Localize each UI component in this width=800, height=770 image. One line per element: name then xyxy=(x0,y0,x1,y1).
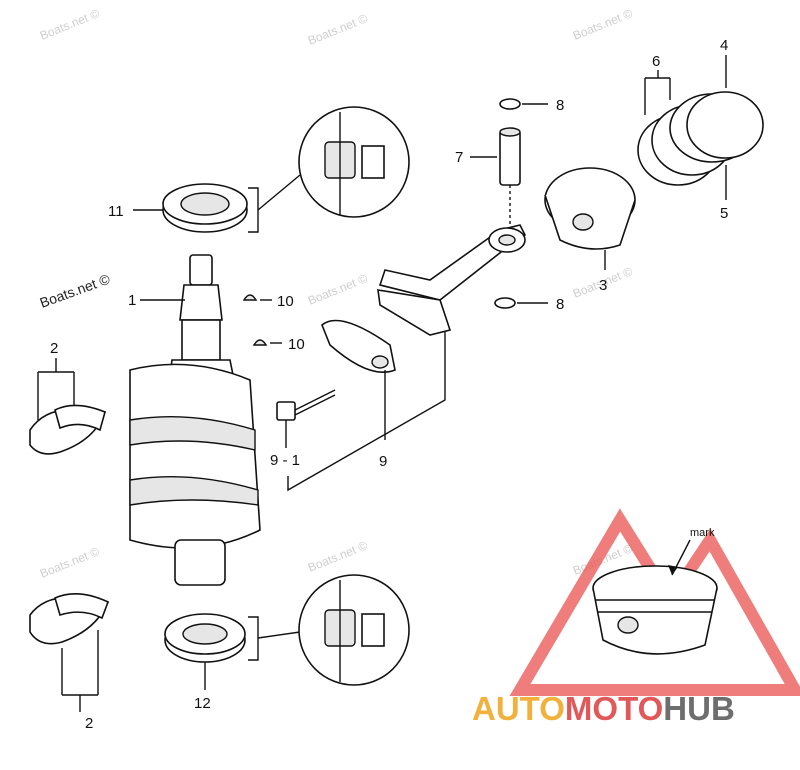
callout-4: 4 xyxy=(720,37,728,54)
watermark-dark: Boats.net © xyxy=(38,270,113,310)
logo-hub: HUB xyxy=(663,690,735,727)
watermark: Boats.net © xyxy=(306,271,370,308)
callout-6: 6 xyxy=(652,53,660,70)
logo-auto: AUTO xyxy=(472,690,565,727)
seal-detail-upper xyxy=(298,106,410,218)
callout-9: 9 xyxy=(379,453,387,470)
callout-8-mid: 8 xyxy=(556,296,564,313)
callout-10a: 10 xyxy=(277,293,294,310)
callout-10b: 10 xyxy=(288,336,305,353)
callout-2-upper: 2 xyxy=(50,340,58,357)
piston-rings xyxy=(637,55,764,200)
watermark: Boats.net © xyxy=(38,544,102,581)
callout-7: 7 xyxy=(455,149,463,166)
bolt-9-1 xyxy=(276,389,336,448)
woodruff-key-10b xyxy=(252,339,282,346)
seal-detail-lower xyxy=(298,574,410,686)
callout-2-lower: 2 xyxy=(85,715,93,732)
automotohub-logo: AUTOMOTOHUB xyxy=(472,690,735,727)
oil-seal-12 xyxy=(164,613,301,690)
rod-cap-9 xyxy=(321,319,396,440)
svg-text:AUTOMOTOHUB: AUTOMOTOHUB xyxy=(472,690,735,727)
watermark: Boats.net © xyxy=(306,538,370,575)
circlip-top xyxy=(499,98,548,110)
callout-8-top: 8 xyxy=(556,97,564,114)
woodruff-key-10a xyxy=(242,294,272,301)
callout-11: 11 xyxy=(108,203,124,220)
watermark: Boats.net © xyxy=(571,6,635,43)
circlip-mid xyxy=(494,297,548,309)
watermark: Boats.net © xyxy=(38,6,102,43)
callout-3: 3 xyxy=(599,277,607,294)
connecting-rod xyxy=(377,224,527,336)
piston-pin xyxy=(499,127,521,186)
callout-1: 1 xyxy=(128,292,136,309)
mark-label: mark xyxy=(690,527,715,539)
logo-moto: MOTO xyxy=(565,690,663,727)
callout-9-1: 9 - 1 xyxy=(270,452,300,469)
piston-mark-inset xyxy=(592,539,718,655)
callout-12: 12 xyxy=(194,695,211,712)
crankshaft xyxy=(129,254,261,586)
oil-seal-11 xyxy=(162,174,301,233)
main-bearing-upper xyxy=(29,358,107,455)
watermark: Boats.net © xyxy=(306,11,370,48)
main-bearing-lower xyxy=(29,593,110,712)
callout-5: 5 xyxy=(720,205,728,222)
piston xyxy=(544,167,636,270)
